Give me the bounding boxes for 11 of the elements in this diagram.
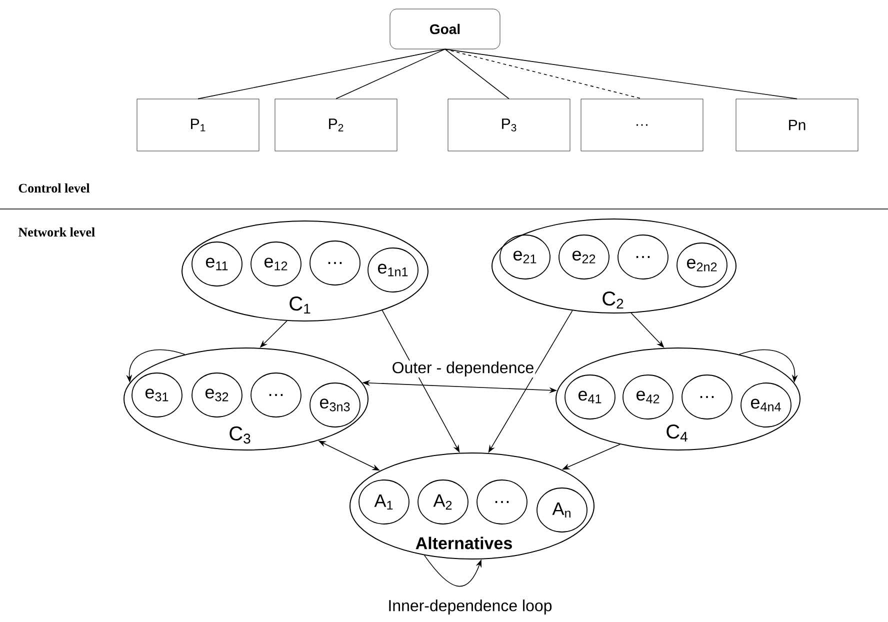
criterion-box: P$_{1}$: [136, 98, 260, 152]
edge-label: Outer - dependence: [390, 360, 536, 378]
criterion-box: …: [580, 98, 704, 152]
level-label: Network level: [18, 227, 95, 237]
criterion-box: Pn: [736, 98, 858, 152]
level-label: Control level: [18, 183, 90, 193]
criterion-box: P$_{3}$: [448, 98, 570, 152]
arrow: [424, 554, 482, 587]
goal-box: Goal: [390, 8, 500, 50]
edge-label: Inner-dependence loop: [386, 598, 554, 616]
criterion-box: P$_{2}$: [274, 98, 398, 152]
